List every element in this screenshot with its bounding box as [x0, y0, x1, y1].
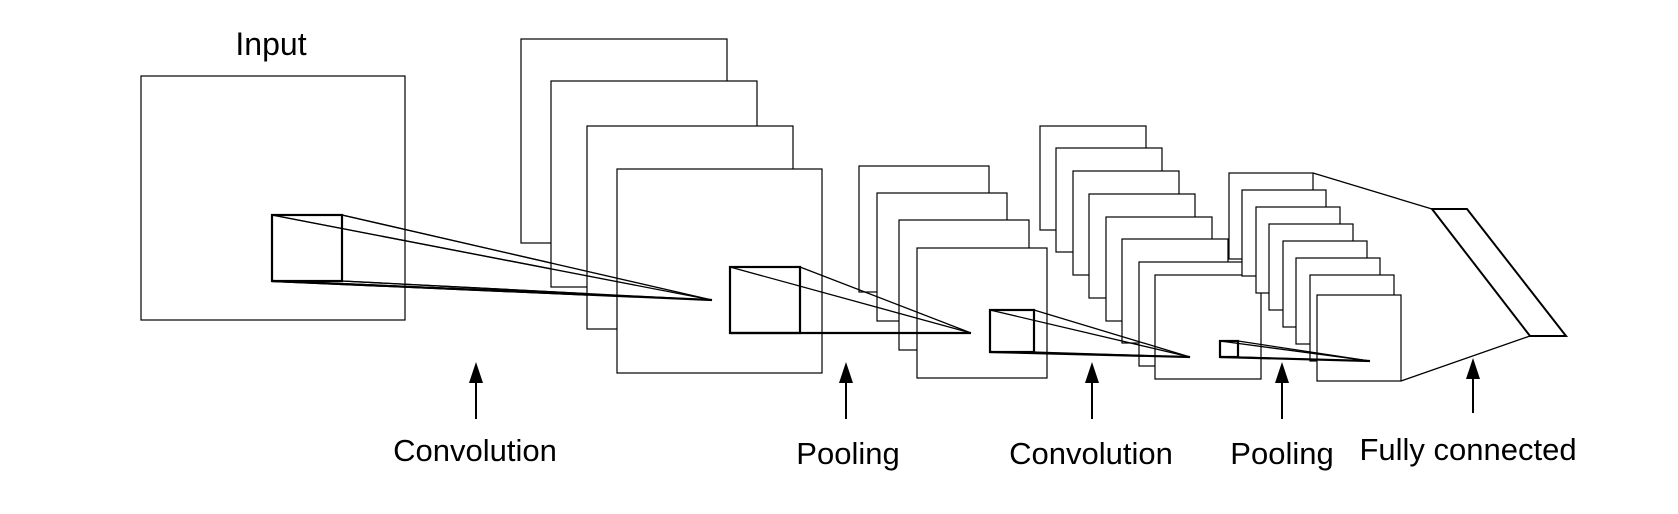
- up-arrow-icon: [1466, 358, 1480, 413]
- feature-map: [1316, 294, 1402, 382]
- pool2-feature-maps: [1219, 172, 1402, 382]
- fc-label: Fully connected: [1359, 432, 1576, 467]
- up-arrow-icon: [839, 362, 853, 419]
- input-label: Input: [235, 26, 306, 62]
- conv1-feature-maps: [271, 38, 823, 374]
- pool2-label: Pooling: [1230, 436, 1333, 471]
- conv2-label: Convolution: [1009, 436, 1173, 471]
- conv1-label: Convolution: [393, 433, 557, 468]
- feature-map: [916, 247, 1048, 379]
- up-arrow-icon: [1275, 362, 1289, 419]
- up-arrow-icon: [469, 362, 483, 419]
- fully-connected-layer: [1312, 172, 1569, 382]
- input-image: [140, 75, 406, 321]
- feature-map: [616, 168, 823, 374]
- stage-arrows: [469, 358, 1480, 419]
- feature-map: [1154, 274, 1262, 380]
- stage-labels: Convolution Pooling Convolution Pooling …: [393, 432, 1576, 471]
- conv2-feature-maps: [989, 125, 1262, 380]
- up-arrow-icon: [1085, 362, 1099, 419]
- pool1-feature-maps: [729, 165, 1048, 379]
- fully-connected-block: [1429, 208, 1569, 337]
- pool1-label: Pooling: [796, 436, 899, 471]
